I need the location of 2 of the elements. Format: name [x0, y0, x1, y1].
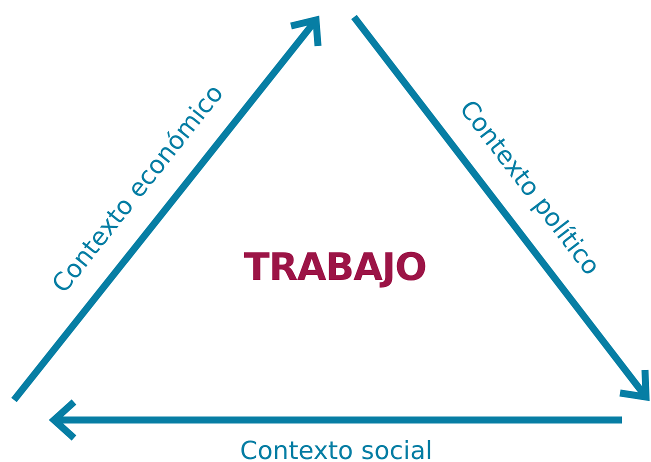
diagram-title: TRABAJO [242, 245, 428, 289]
arrow-label: Contexto social [240, 436, 432, 462]
